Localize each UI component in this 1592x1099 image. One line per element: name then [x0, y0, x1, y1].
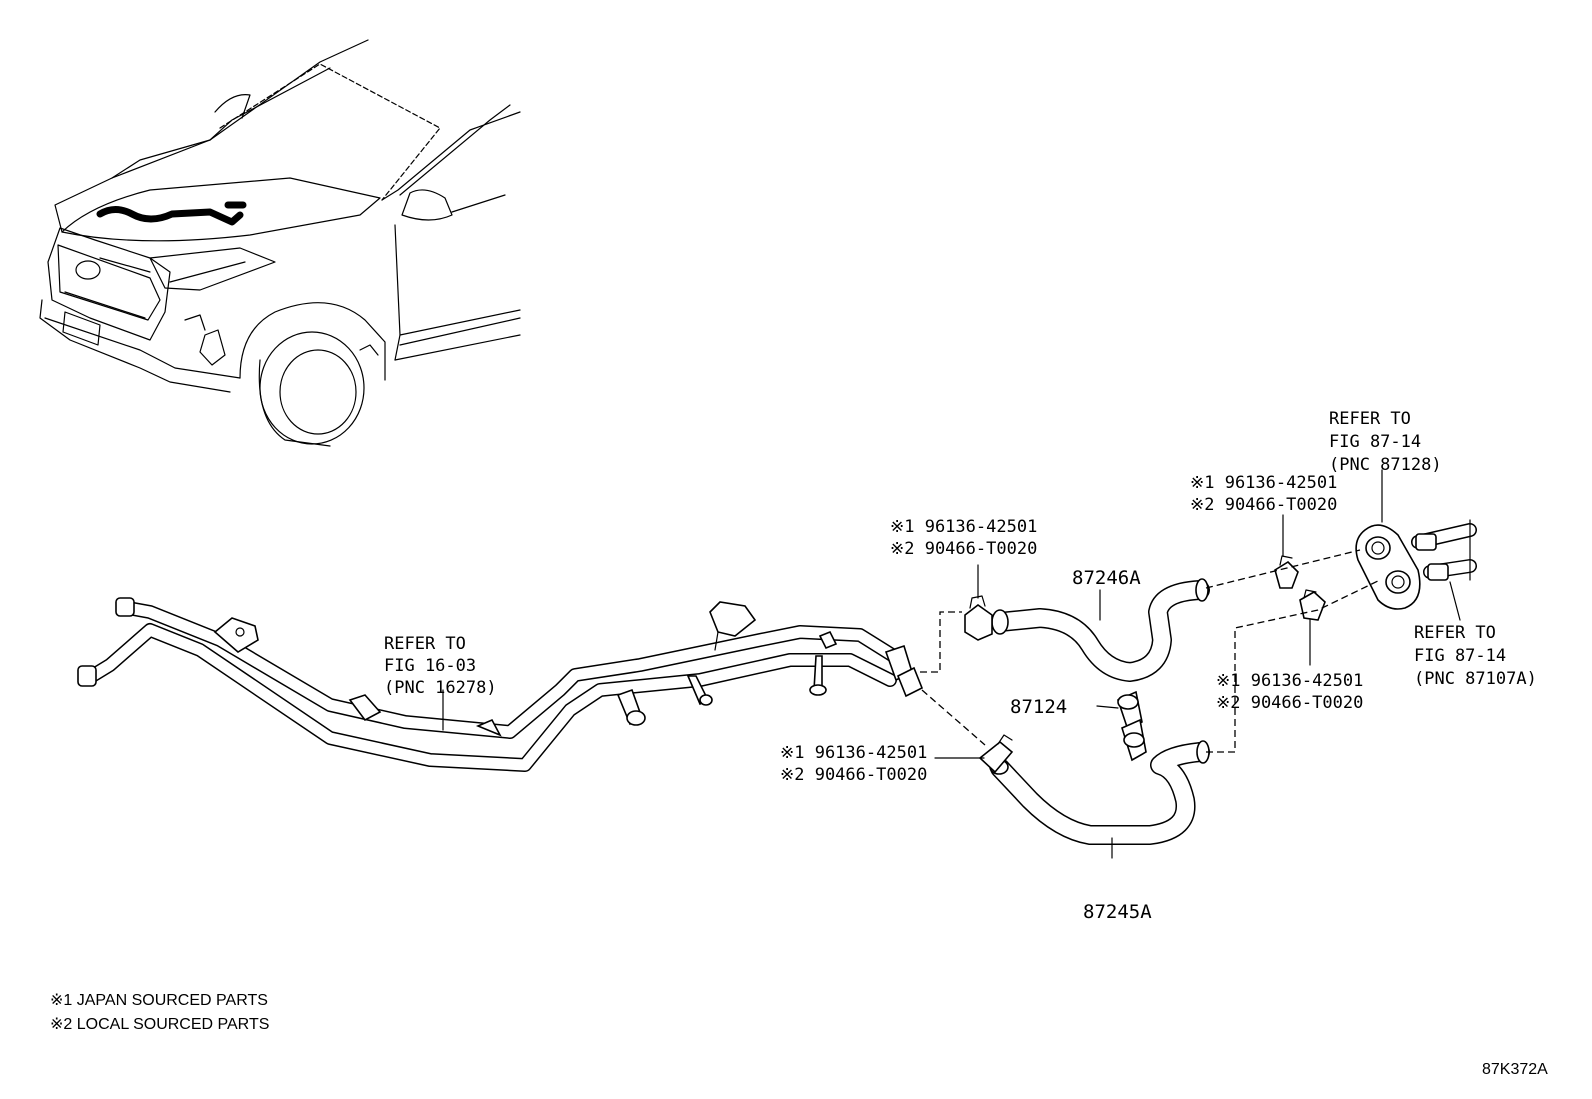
- hose-87246a: [990, 578, 1210, 682]
- pipe-bracket: [213, 617, 259, 653]
- pipe-end: [896, 666, 924, 698]
- clamp-label-top-right: ※1 96136-42501 ※2 90466-T0020: [1190, 473, 1337, 515]
- vehicle-illustration: [39, 39, 521, 447]
- part-number-87124[interactable]: 87124: [1010, 696, 1067, 718]
- clamp-part-line: ※1 96136-42501: [1216, 671, 1363, 691]
- hose-clamp-center: [964, 595, 993, 641]
- hose-clamp-top-right: [1274, 555, 1299, 589]
- part-number-87245a[interactable]: 87245A: [1083, 901, 1152, 923]
- ref-line: (PNC 87128): [1329, 455, 1442, 475]
- diagram-id: 87K372A: [1482, 1061, 1548, 1078]
- clamp-label-mid-right: ※1 96136-42501 ※2 90466-T0020: [1216, 671, 1363, 713]
- pipe-fitting: [77, 665, 97, 687]
- clamp-part-line: ※2 90466-T0020: [1216, 693, 1363, 713]
- ref-line: FIG 87-14: [1414, 646, 1506, 666]
- ref-line: (PNC 16278): [384, 678, 497, 698]
- ref-label-fig-87-14-right: REFER TO FIG 87-14 (PNC 87107A): [1414, 623, 1537, 689]
- ref-label-fig-16-03: REFER TO FIG 16-03 (PNC 16278): [384, 634, 497, 698]
- ref-line: FIG 87-14: [1329, 432, 1421, 452]
- pipe-bracket: [709, 601, 757, 637]
- ref-line: REFER TO: [1414, 623, 1496, 643]
- part-number-87246a[interactable]: 87246A: [1072, 567, 1141, 589]
- heater-water-pipe: [77, 597, 924, 772]
- hose-87245a: [989, 740, 1210, 845]
- pipe-fitting: [115, 597, 135, 617]
- hose-clamp-lower: [978, 734, 1014, 774]
- clamp-bracket-87124: [1117, 690, 1147, 762]
- ref-line: REFER TO: [1329, 409, 1411, 429]
- ref-line: (PNC 87107A): [1414, 669, 1537, 689]
- leader-lines: [442, 469, 1461, 859]
- clamp-label-center: ※1 96136-42501 ※2 90466-T0020: [890, 517, 1037, 559]
- heater-core-flange: [1355, 519, 1477, 610]
- hose-clamp-mid-right: [1299, 589, 1326, 621]
- connection-lines: [920, 549, 1381, 753]
- clamp-label-lower: ※1 96136-42501 ※2 90466-T0020: [780, 743, 927, 785]
- legend-item: ※1 JAPAN SOURCED PARTS: [50, 992, 268, 1009]
- clamp-part-line: ※1 96136-42501: [780, 743, 927, 763]
- clamp-part-line: ※2 90466-T0020: [1190, 495, 1337, 515]
- clamp-part-line: ※2 90466-T0020: [890, 539, 1037, 559]
- clamp-part-line: ※1 96136-42501: [1190, 473, 1337, 493]
- clamp-part-line: ※2 90466-T0020: [780, 765, 927, 785]
- ref-line: FIG 16-03: [384, 656, 476, 676]
- legend-item: ※2 LOCAL SOURCED PARTS: [50, 1016, 269, 1033]
- legend: ※1 JAPAN SOURCED PARTS ※2 LOCAL SOURCED …: [50, 992, 269, 1033]
- clamp-part-line: ※1 96136-42501: [890, 517, 1037, 537]
- ref-line: REFER TO: [384, 634, 466, 654]
- ref-label-fig-87-14-top: REFER TO FIG 87-14 (PNC 87128): [1329, 409, 1442, 475]
